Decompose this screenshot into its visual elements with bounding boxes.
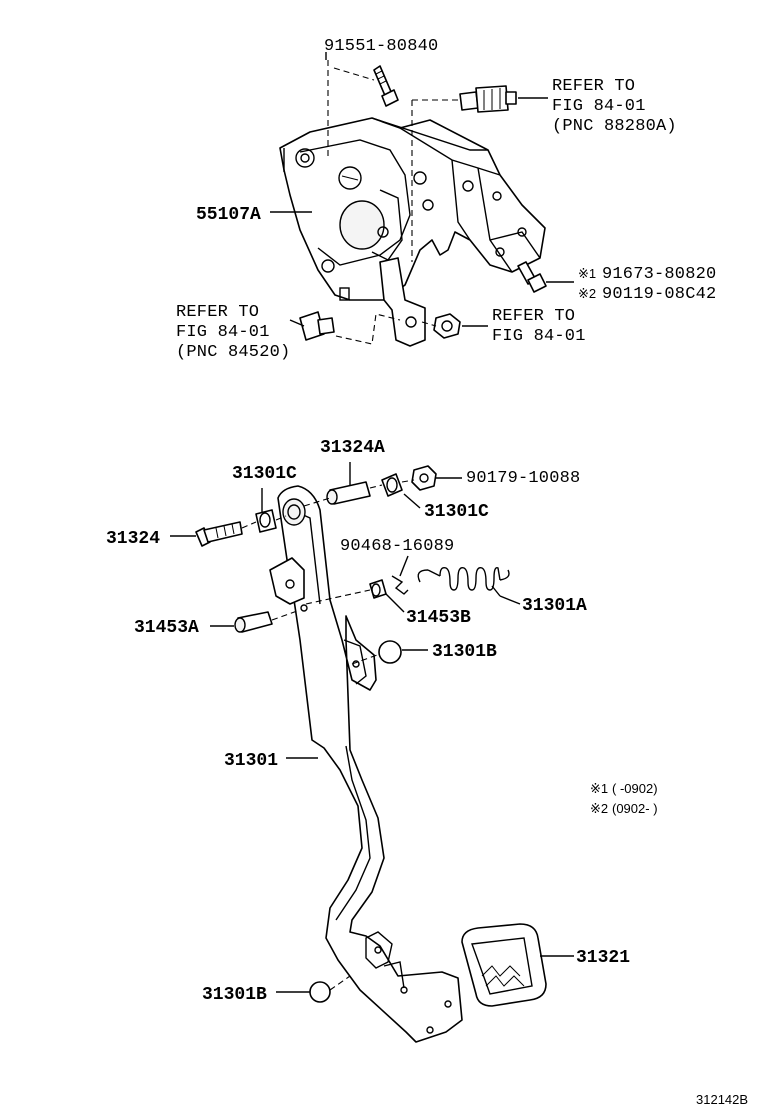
bolt-91673-90119 xyxy=(517,261,547,293)
refer-left-line2: FIG 84-01 xyxy=(176,323,270,342)
cushion-31301b-bottom xyxy=(309,981,331,1003)
marker-2: ※2 xyxy=(578,286,596,301)
brake-pedal-31301 xyxy=(269,485,463,1043)
bolt-91551-80840 xyxy=(373,65,399,107)
refer-top-line1: REFER TO xyxy=(552,77,635,96)
pedal-pad-31321 xyxy=(461,923,547,1007)
label-31453a: 31453A xyxy=(134,618,199,638)
label-90468-16089: 90468-16089 xyxy=(340,537,454,556)
label-90179-10088: 90179-10088 xyxy=(466,469,580,488)
bolt-31324 xyxy=(195,521,243,547)
label-31453b: 31453B xyxy=(406,608,471,628)
marker-1: ※1 xyxy=(578,266,596,281)
refer-right-line2: FIG 84-01 xyxy=(492,327,586,346)
note-1-mark: ※1 xyxy=(590,781,608,796)
nut-fig84 xyxy=(433,313,461,339)
refer-top-line3: (PNC 88280A) xyxy=(552,117,677,136)
stop-lamp-switch xyxy=(459,85,517,113)
label-31301b-mid: 31301B xyxy=(432,642,497,662)
label-55107a: 55107A xyxy=(196,205,261,225)
return-spring-31301a xyxy=(417,566,510,591)
bushing-31301c-left xyxy=(255,509,277,533)
note-2-mark: ※2 xyxy=(590,801,608,816)
label-91551-80840: 91551-80840 xyxy=(324,37,438,56)
label-31301a: 31301A xyxy=(522,596,587,616)
figure-id: 312142B xyxy=(696,1092,748,1107)
note-2-text: (0902- ) xyxy=(612,801,658,816)
clip-90468-16089 xyxy=(391,575,409,595)
pin-31324a xyxy=(326,481,371,505)
position-sensor xyxy=(299,311,335,341)
pedal-bracket-55107a xyxy=(279,117,546,347)
note-1-text: ( -0902) xyxy=(612,781,658,796)
collar-31453b xyxy=(369,579,387,599)
refer-top-line2: FIG 84-01 xyxy=(552,97,646,116)
label-31301b-bottom: 31301B xyxy=(202,985,267,1005)
nut-90179-10088 xyxy=(411,465,437,491)
label-90119-08c42: 90119-08C42 xyxy=(602,285,716,304)
refer-right-line1: REFER TO xyxy=(492,307,575,326)
refer-left-line1: REFER TO xyxy=(176,303,259,322)
cushion-31301b-mid xyxy=(378,640,402,664)
label-91673-80820: 91673-80820 xyxy=(602,265,716,284)
label-31324a: 31324A xyxy=(320,438,385,458)
pin-31453a xyxy=(234,611,273,633)
label-31321: 31321 xyxy=(576,948,630,968)
label-31301c-right: 31301C xyxy=(424,502,489,522)
bushing-31301c-right xyxy=(381,473,403,497)
refer-left-line3: (PNC 84520) xyxy=(176,343,290,362)
label-31301: 31301 xyxy=(224,751,278,771)
label-31324: 31324 xyxy=(106,529,160,549)
label-31301c-top: 31301C xyxy=(232,464,297,484)
